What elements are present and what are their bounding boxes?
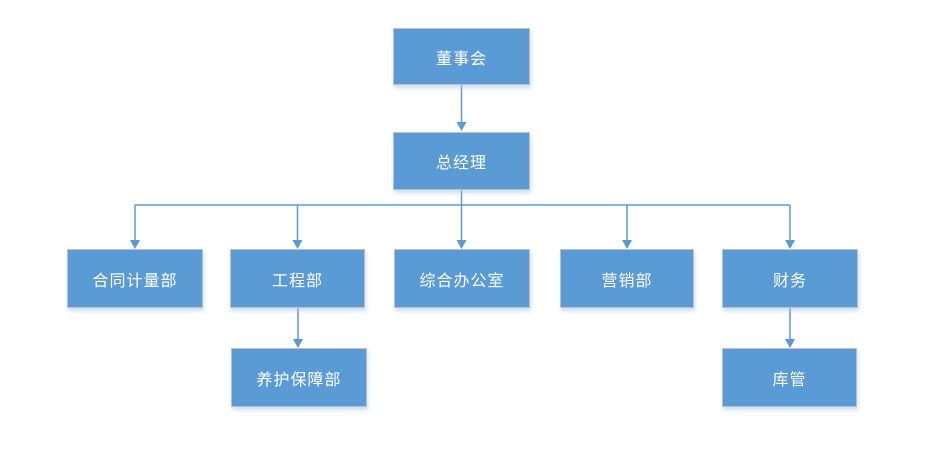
- arrowhead-office: [456, 240, 467, 249]
- org-node-marketing-label: 营销部: [601, 272, 653, 290]
- arrowhead-finance: [785, 240, 795, 249]
- org-node-finance-label: 财务: [772, 272, 807, 290]
- org-node-finance[interactable]: 财务: [722, 249, 858, 308]
- org-node-board[interactable]: 董事会: [393, 28, 530, 85]
- org-node-board-label: 董事会: [435, 50, 487, 68]
- org-node-engineering-label: 工程部: [271, 272, 323, 290]
- org-node-warehouse-label: 库管: [772, 371, 807, 389]
- arrowhead-marketing: [622, 240, 632, 249]
- org-node-office-label: 综合办公室: [419, 272, 505, 290]
- org-node-contract-label: 合同计量部: [92, 272, 178, 290]
- arrowhead-gm: [456, 122, 467, 131]
- org-node-gm[interactable]: 总经理: [393, 132, 530, 190]
- arrowhead-contract: [130, 240, 140, 249]
- org-node-maintenance[interactable]: 养护保障部: [231, 348, 367, 407]
- org-node-office[interactable]: 综合办公室: [394, 249, 530, 308]
- arrowhead-engineering: [292, 240, 303, 249]
- arrowhead-maintenance: [293, 339, 303, 348]
- org-node-maintenance-label: 养护保障部: [256, 371, 342, 389]
- org-node-gm-label: 总经理: [435, 155, 487, 172]
- org-node-warehouse[interactable]: 库管: [722, 348, 857, 407]
- org-node-contract[interactable]: 合同计量部: [67, 249, 203, 308]
- org-node-marketing[interactable]: 营销部: [560, 249, 694, 308]
- arrowhead-warehouse: [785, 339, 795, 348]
- org-node-engineering[interactable]: 工程部: [230, 249, 365, 308]
